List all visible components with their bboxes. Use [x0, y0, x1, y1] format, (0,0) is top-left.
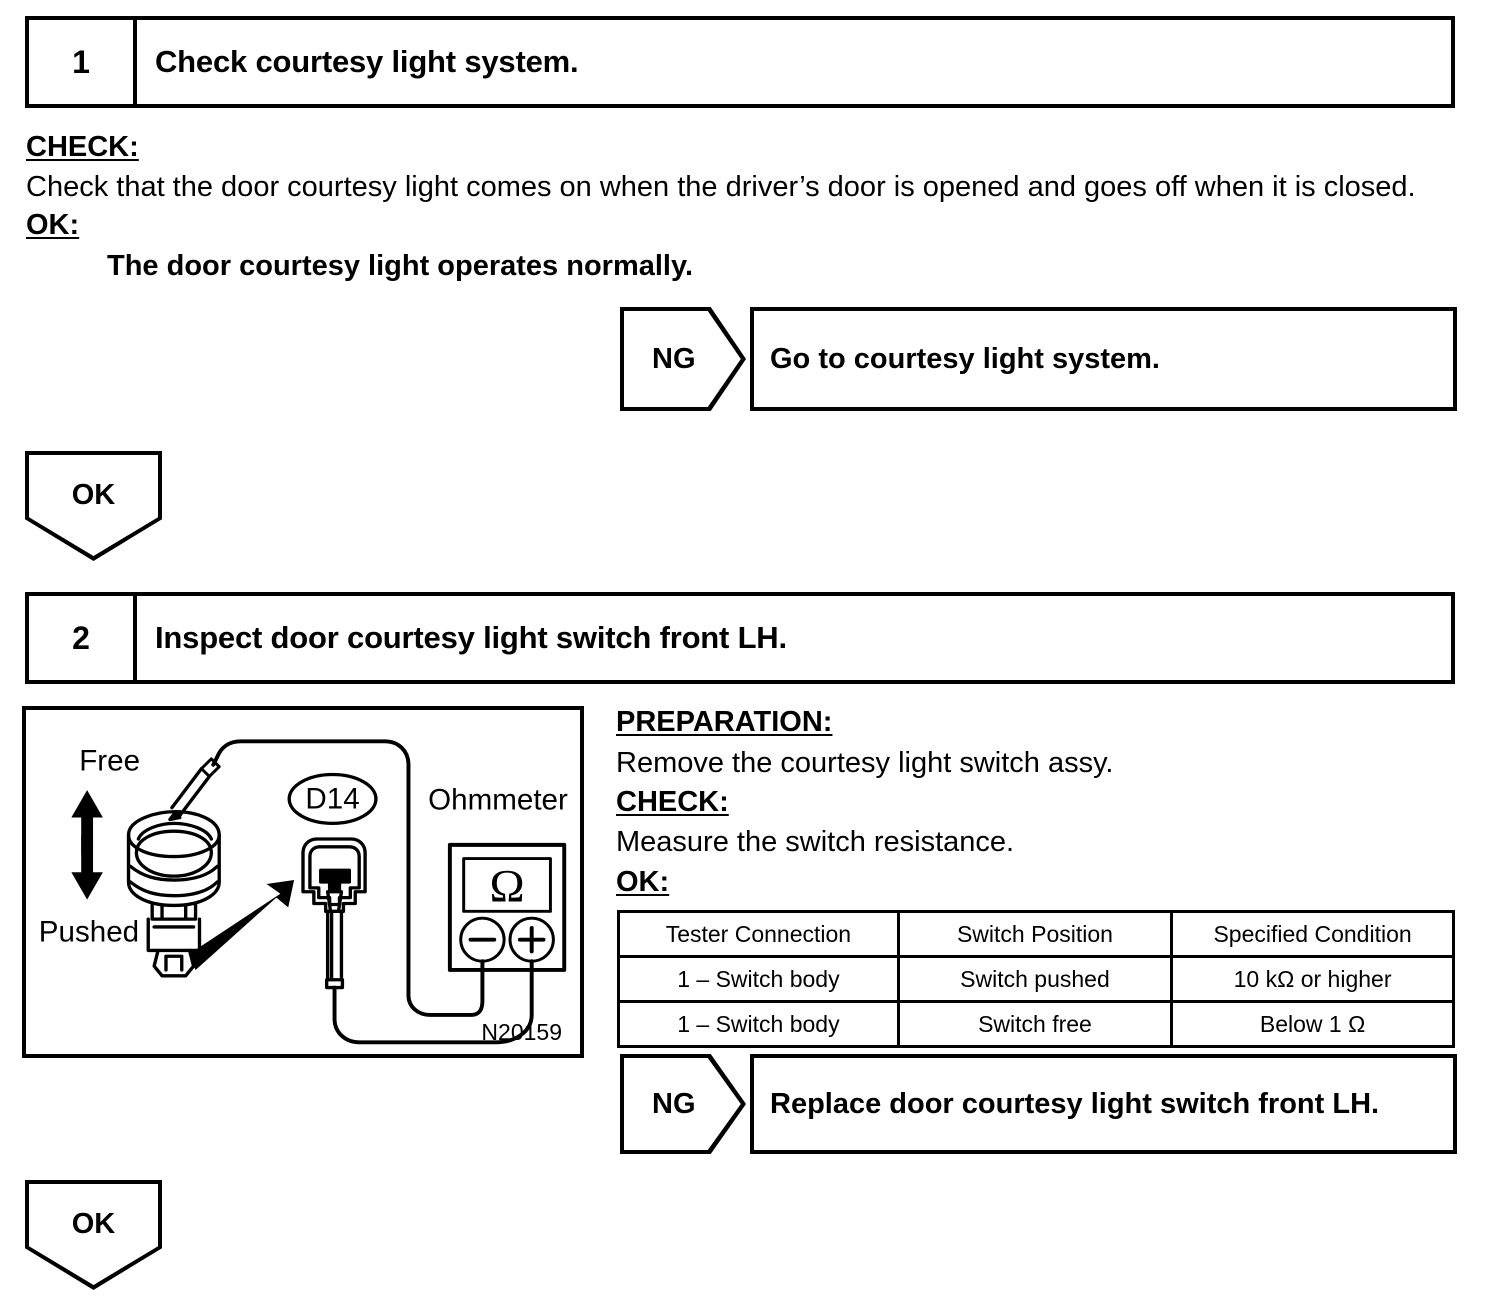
- step-2-check-text: Measure the switch resistance.: [616, 826, 1015, 858]
- step-1-ng-tag-label: NG: [624, 311, 741, 407]
- step-1-ng-tag: NG: [620, 307, 746, 411]
- table-cell-specified-condition: Below 1 Ω: [1170, 1000, 1455, 1048]
- illustration-figure-code: N20159: [481, 1019, 562, 1045]
- table-cell-switch-position: Switch free: [896, 1000, 1174, 1048]
- test-probe: [168, 757, 221, 822]
- d14-connector: [301, 837, 367, 990]
- table-header-row: Tester Connection Switch Position Specif…: [617, 910, 1455, 958]
- assembly-direction-arrow: [188, 880, 295, 970]
- step-1-header-box: 1 Check courtesy light system.: [25, 16, 1455, 108]
- illustration-label-free: Free: [79, 745, 140, 778]
- step-2-preparation-label: PREPARATION:: [616, 706, 833, 738]
- ohm-symbol-icon: Ω: [489, 861, 524, 913]
- step-1-ng-action-box: Go to courtesy light system.: [750, 307, 1457, 411]
- table-cell-switch-position: Switch pushed: [896, 955, 1174, 1003]
- step-2-ok-arrow-label: OK: [29, 1184, 158, 1285]
- step-2-ng-action-text: Replace door courtesy light switch front…: [770, 1087, 1380, 1120]
- table-row: 1 – Switch body Switch pushed 10 kΩ or h…: [617, 955, 1455, 1003]
- step-2-ng-tag-label: NG: [624, 1058, 741, 1150]
- step-2-title: Inspect door courtesy light switch front…: [155, 620, 787, 655]
- step-2-ng-action-box: Replace door courtesy light switch front…: [750, 1054, 1457, 1154]
- table-row: 1 – Switch body Switch free Below 1 Ω: [617, 1000, 1455, 1048]
- table-header-specified-condition: Specified Condition: [1170, 910, 1455, 958]
- table-cell-tester-connection: 1 – Switch body: [617, 1000, 900, 1048]
- step-2-ng-tag: NG: [620, 1054, 746, 1154]
- step-1-ok-text: The door courtesy light operates normall…: [107, 250, 694, 282]
- free-pushed-arrow: [71, 790, 103, 900]
- step-2-check-label: CHECK:: [616, 786, 729, 818]
- step-2-number: 2: [29, 596, 137, 680]
- courtesy-switch-body: [126, 809, 221, 978]
- illustration-label-pushed: Pushed: [39, 916, 139, 949]
- illustration-label-ohmmeter: Ohmmeter: [428, 784, 568, 817]
- test-leads: [211, 739, 534, 1045]
- table-cell-tester-connection: 1 – Switch body: [617, 955, 900, 1003]
- step-1-check-label: CHECK:: [26, 131, 139, 163]
- step-1-check-text: Check that the door courtesy light comes…: [26, 171, 1416, 203]
- table-header-switch-position: Switch Position: [896, 910, 1174, 958]
- step-1-ng-action-text: Go to courtesy light system.: [770, 342, 1160, 375]
- illustration-label-d14: D14: [305, 783, 359, 816]
- table-cell-specified-condition: 10 kΩ or higher: [1170, 955, 1455, 1003]
- step-1-ng-branch: NG Go to courtesy light system.: [620, 307, 1457, 411]
- step-1-title: Check courtesy light system.: [155, 44, 579, 79]
- step-2-ok-arrow: OK: [25, 1180, 162, 1290]
- step-1-number: 1: [29, 20, 137, 104]
- illustration-panel: Free Pushed D14 Ohmmeter Ω N20159: [22, 706, 584, 1058]
- step-2-header-box: 2 Inspect door courtesy light switch fro…: [25, 592, 1455, 684]
- step-2-ng-branch: NG Replace door courtesy light switch fr…: [620, 1054, 1457, 1154]
- step-1-ok-label: OK:: [26, 209, 80, 241]
- step-2-ok-label: OK:: [616, 866, 670, 898]
- connector-callout-oval: [287, 772, 378, 826]
- table-header-tester-connection: Tester Connection: [617, 910, 900, 958]
- step-2-preparation-text: Remove the courtesy light switch assy.: [616, 747, 1114, 779]
- switch-ohmmeter-diagram: Free Pushed D14 Ohmmeter Ω: [39, 739, 568, 1045]
- specification-table: Tester Connection Switch Position Specif…: [617, 910, 1455, 1048]
- step-1-ok-arrow: OK: [25, 451, 162, 561]
- step-1-ok-arrow-label: OK: [29, 455, 158, 556]
